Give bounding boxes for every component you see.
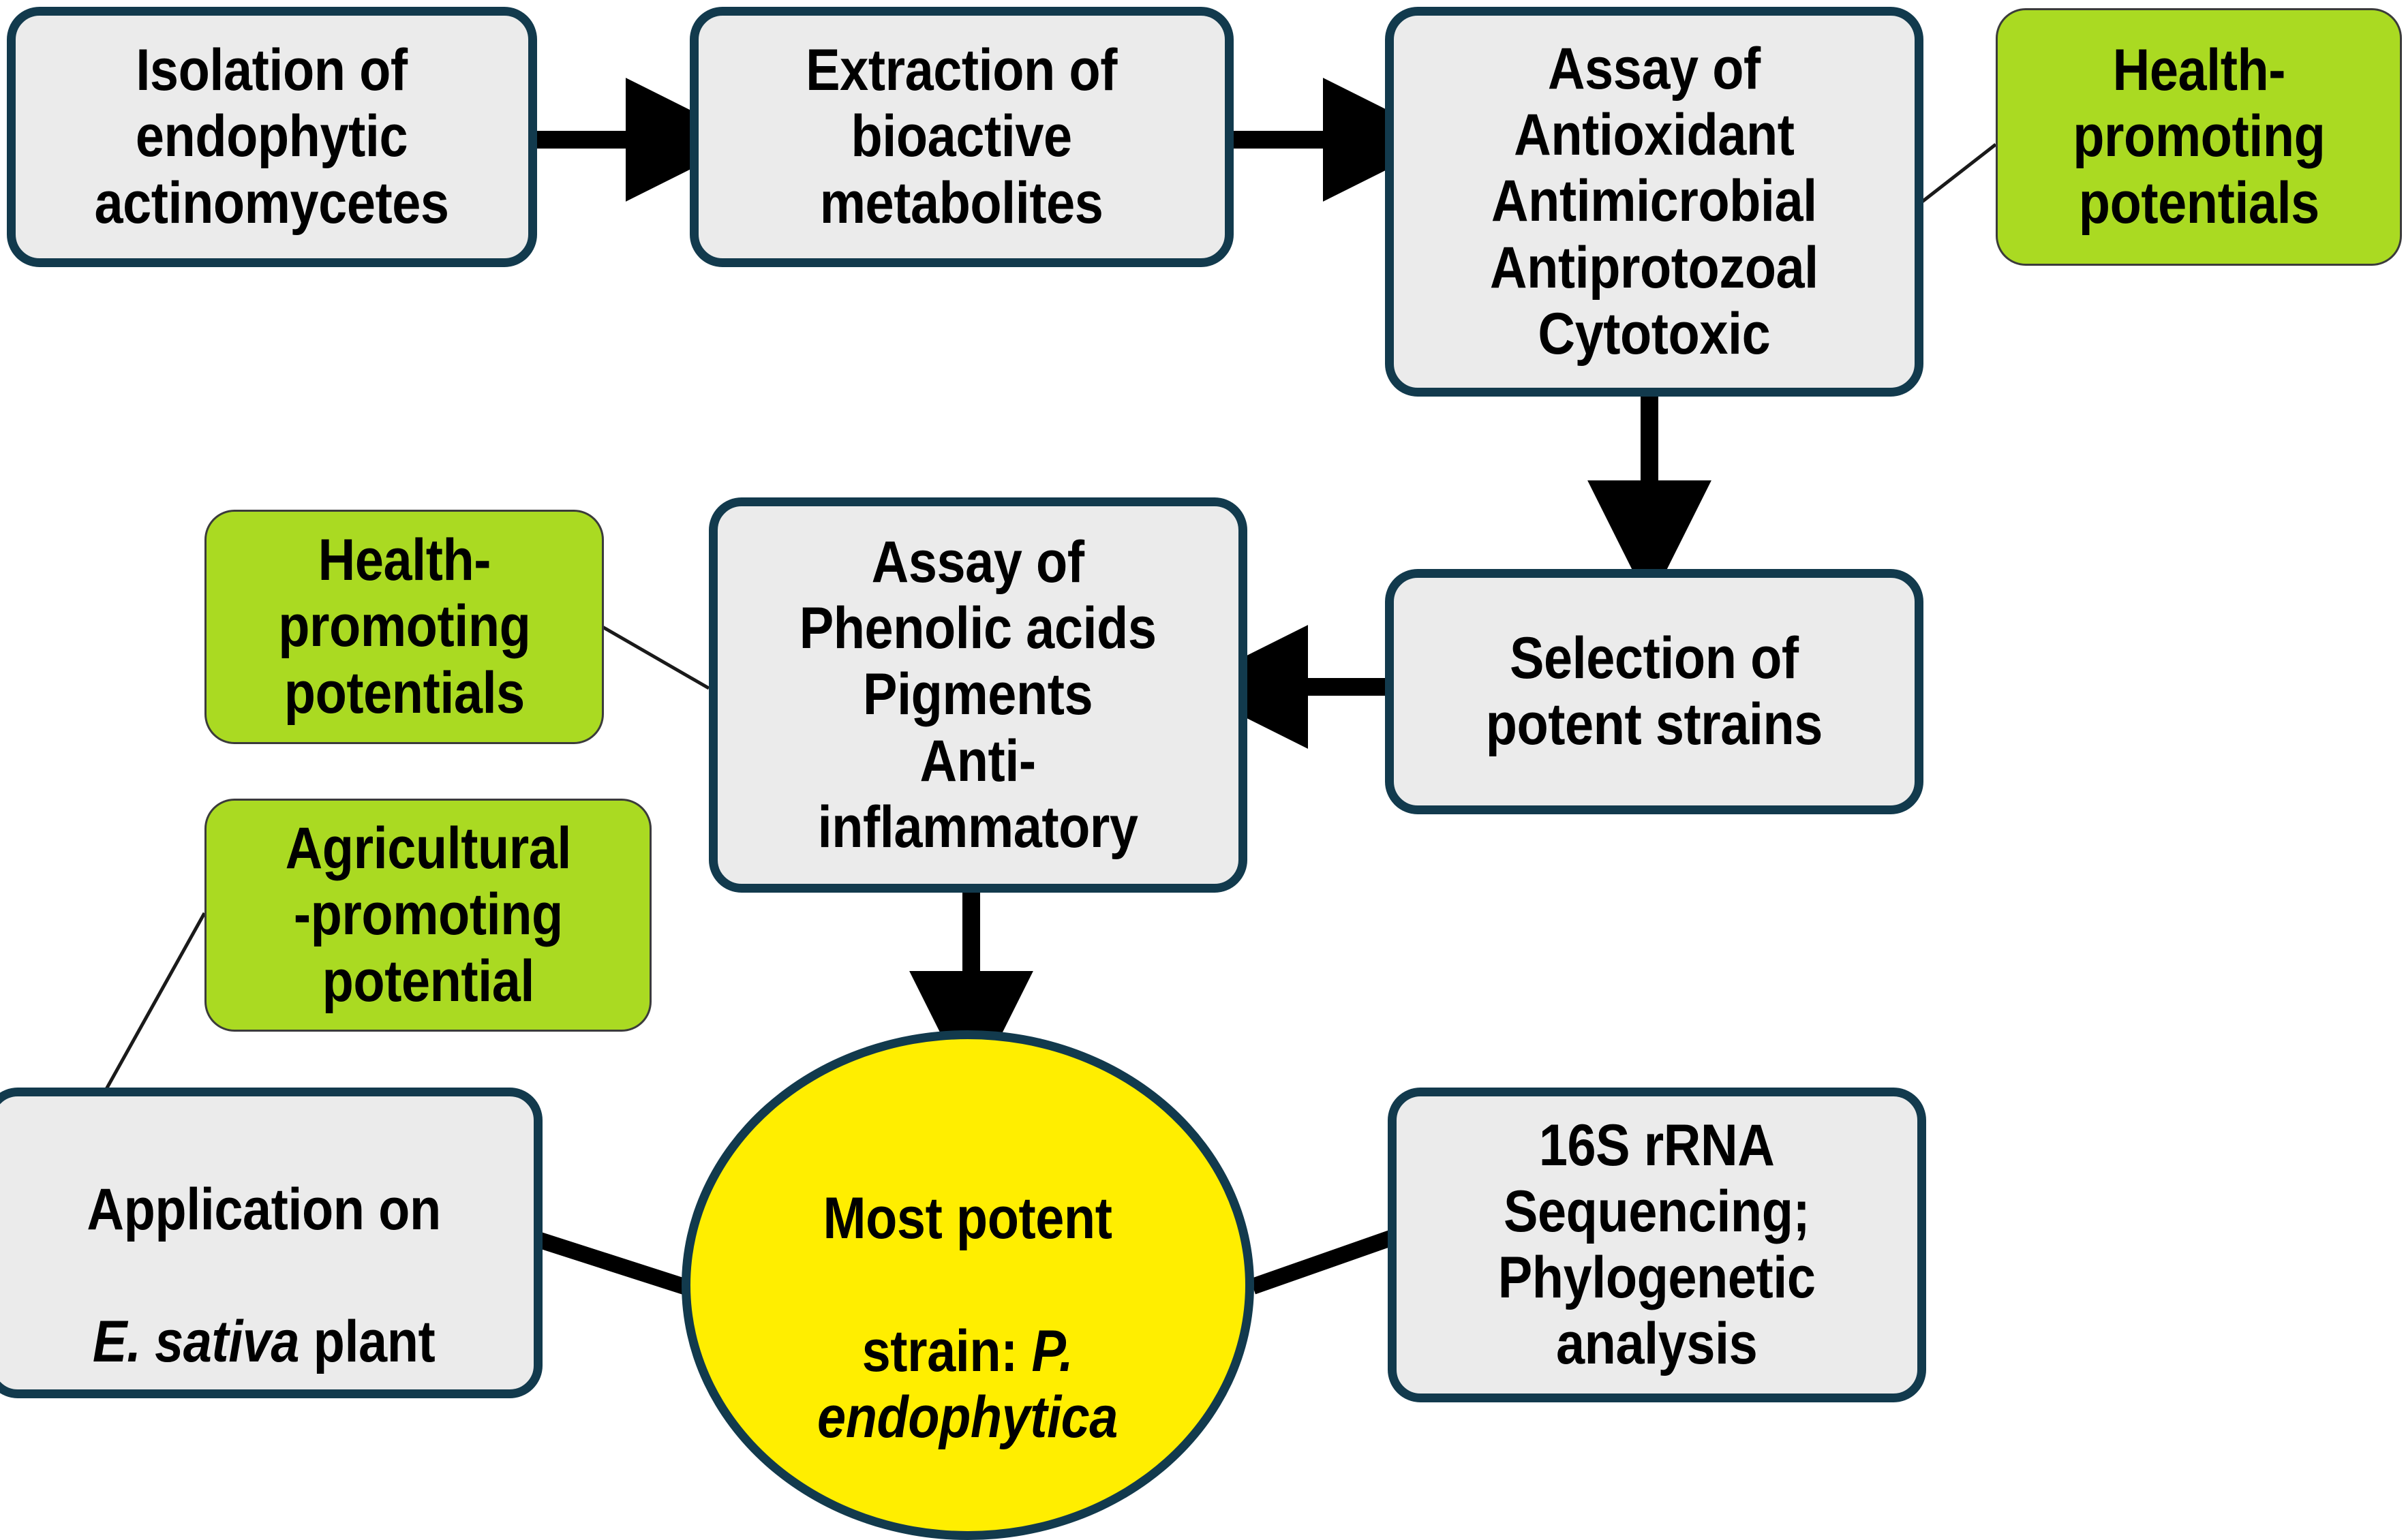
node-extraction-label: Extraction of bioactive metabolites: [806, 37, 1118, 236]
node-health-promoting-top[interactable]: Health- promoting potentials: [1996, 8, 2402, 266]
connector-agricultural-to-application: [104, 912, 207, 1092]
node-application-line2-rest: plant: [299, 1309, 436, 1375]
node-most-potent-strain-species: P. endophytica: [817, 1318, 1118, 1450]
node-assay-bioactivity-label: Assay of Antioxidant Antimicrobial Antip…: [1490, 36, 1818, 367]
link-potent-strain-to-sequencing: [1250, 1229, 1397, 1295]
node-extraction[interactable]: Extraction of bioactive metabolites: [690, 7, 1234, 267]
node-assay-bioactivity[interactable]: Assay of Antioxidant Antimicrobial Antip…: [1385, 7, 1923, 397]
node-selection[interactable]: Selection of potent strains: [1385, 569, 1923, 814]
node-health-promoting-left-label: Health- promoting potentials: [277, 527, 531, 726]
node-health-promoting-left[interactable]: Health- promoting potentials: [204, 510, 604, 744]
node-application-label: Application on E. sativa plant: [87, 1111, 441, 1376]
node-agricultural-promoting[interactable]: Agricultural -promoting potential: [204, 799, 652, 1032]
node-agricultural-promoting-label: Agricultural -promoting potential: [285, 816, 571, 1014]
node-most-potent-strain-label: Most potent strain: P. endophytica: [818, 1120, 1118, 1451]
node-application-species: E. sativa: [92, 1309, 300, 1375]
node-selection-label: Selection of potent strains: [1485, 625, 1823, 757]
node-assay-phenolic[interactable]: Assay of Phenolic acids Pigments Anti- i…: [709, 497, 1247, 893]
node-isolation[interactable]: Isolation of endophytic actinomycetes: [7, 7, 537, 267]
connector-assay-phenolic-to-health-left: [601, 625, 710, 690]
connector-assay-bio-to-health-top: [1917, 143, 1997, 206]
node-application[interactable]: Application on E. sativa plant: [0, 1088, 543, 1398]
node-assay-phenolic-label: Assay of Phenolic acids Pigments Anti- i…: [800, 529, 1157, 860]
node-application-line1: Application on: [87, 1176, 441, 1242]
node-isolation-label: Isolation of endophytic actinomycetes: [94, 37, 450, 236]
link-application-to-potent-strain: [533, 1231, 691, 1296]
node-sequencing[interactable]: 16S rRNA Sequencing; Phylogenetic analys…: [1388, 1088, 1926, 1402]
node-health-promoting-top-label: Health- promoting potentials: [2072, 37, 2326, 236]
node-most-potent-strain-line1: Most potent: [823, 1186, 1112, 1252]
node-most-potent-strain-line2: strain:: [862, 1318, 1032, 1384]
node-sequencing-label: 16S rRNA Sequencing; Phylogenetic analys…: [1498, 1112, 1816, 1377]
node-most-potent-strain[interactable]: Most potent strain: P. endophytica: [682, 1030, 1254, 1540]
